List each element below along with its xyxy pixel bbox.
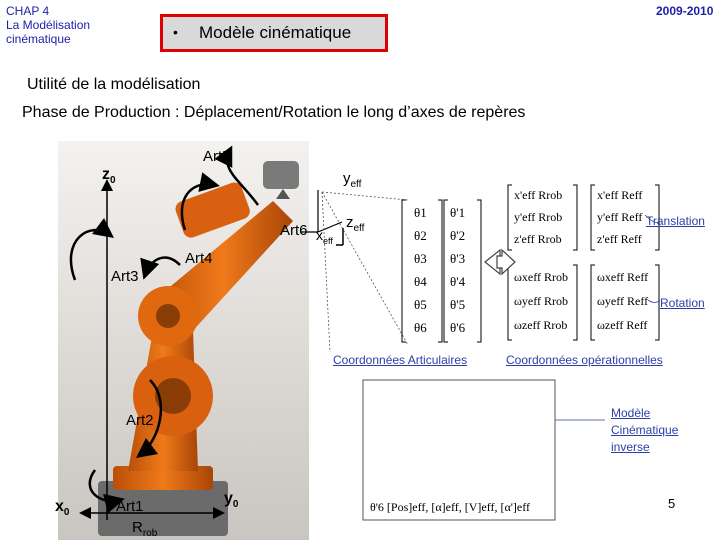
ray-2 <box>322 192 408 345</box>
joint-dot-cell: θ'4 <box>450 274 465 290</box>
joint-cell: θ1 <box>414 205 427 221</box>
art1-arc <box>90 470 120 501</box>
art2-label: Art2 <box>126 412 154 429</box>
ray-1 <box>322 192 408 200</box>
joint-dot-bracket-left <box>444 200 448 342</box>
art4-label: Art4 <box>185 250 213 267</box>
joint-cell: θ3 <box>414 251 427 267</box>
x0-label: x0 <box>55 498 69 518</box>
zeff-label: zeff <box>346 214 364 234</box>
art1-label: Art1 <box>116 498 144 515</box>
art3b-arc <box>71 230 110 280</box>
joint-dot-cell: θ'5 <box>450 297 465 313</box>
op-rot-eff-cell: ωyeff Reff <box>597 294 648 309</box>
art5-arc <box>227 150 258 205</box>
y0-label: y0 <box>224 490 238 510</box>
joint-cell: θ5 <box>414 297 427 313</box>
joint-dot-cell: θ'3 <box>450 251 465 267</box>
art3-label: Art3 <box>111 268 139 285</box>
inverse-model-link-line1[interactable]: Modèle <box>611 406 650 420</box>
translation-link[interactable]: Translation <box>646 214 705 228</box>
inverse-model-frame <box>363 380 555 520</box>
joint-cell: θ4 <box>414 274 427 290</box>
op-rot-cell: ωyeff Rrob <box>514 294 568 309</box>
joint-dot-cell: θ'1 <box>450 205 465 221</box>
op-pos-cell: x'eff Rrob <box>514 188 562 203</box>
op-rot-cell: ωxeff Rrob <box>514 270 568 285</box>
yeff-label: yeff <box>343 170 361 190</box>
op-pos-eff-cell: x'eff Reff <box>597 188 642 203</box>
page-number: 5 <box>668 496 675 511</box>
joint-dot-cell: θ'6 <box>450 320 465 336</box>
art6-label: Art6 <box>280 222 308 239</box>
art5-label: Art5 <box>203 148 231 165</box>
joint-dot-cell: θ'2 <box>450 228 465 244</box>
inverse-model-link-line3[interactable]: inverse <box>611 440 650 454</box>
rotation-link[interactable]: Rotation <box>660 296 705 310</box>
op-pos-eff-cell: y'eff Reff <box>597 210 642 225</box>
coord-operationnelles-link[interactable]: Coordonnées opérationnelles <box>506 353 663 367</box>
coord-articulaires-link[interactable]: Coordonnées Articulaires <box>333 353 467 367</box>
op-rot-eff-cell: ωxeff Reff <box>597 270 648 285</box>
inverse-model-link-line2[interactable]: Cinématique <box>611 423 678 437</box>
rrob-label: Rrob <box>132 519 157 539</box>
joint-vector-bracket-left <box>402 200 406 342</box>
z0-label: z0 <box>102 166 116 186</box>
op-pos-eff-cell: z'eff Reff <box>597 232 642 247</box>
op-pos-cell: y'eff Rrob <box>514 210 562 225</box>
xeff-label: xeff <box>316 227 333 246</box>
joint-vector-bracket-right <box>438 200 442 342</box>
art3-arc <box>145 258 180 275</box>
op-pos-cell: z'eff Rrob <box>514 232 562 247</box>
joint-dot-bracket-right <box>477 200 481 342</box>
art4-arc <box>182 184 215 230</box>
ray-3 <box>322 192 330 352</box>
op-rot-eff-cell: ωzeff Reff <box>597 318 647 333</box>
op-rot-cell: ωzeff Rrob <box>514 318 567 333</box>
inverse-formula: θ'6 [Pos]eff, [α]eff, [V]eff, [α']eff <box>370 500 530 515</box>
joint-cell: θ2 <box>414 228 427 244</box>
joint-cell: θ6 <box>414 320 427 336</box>
